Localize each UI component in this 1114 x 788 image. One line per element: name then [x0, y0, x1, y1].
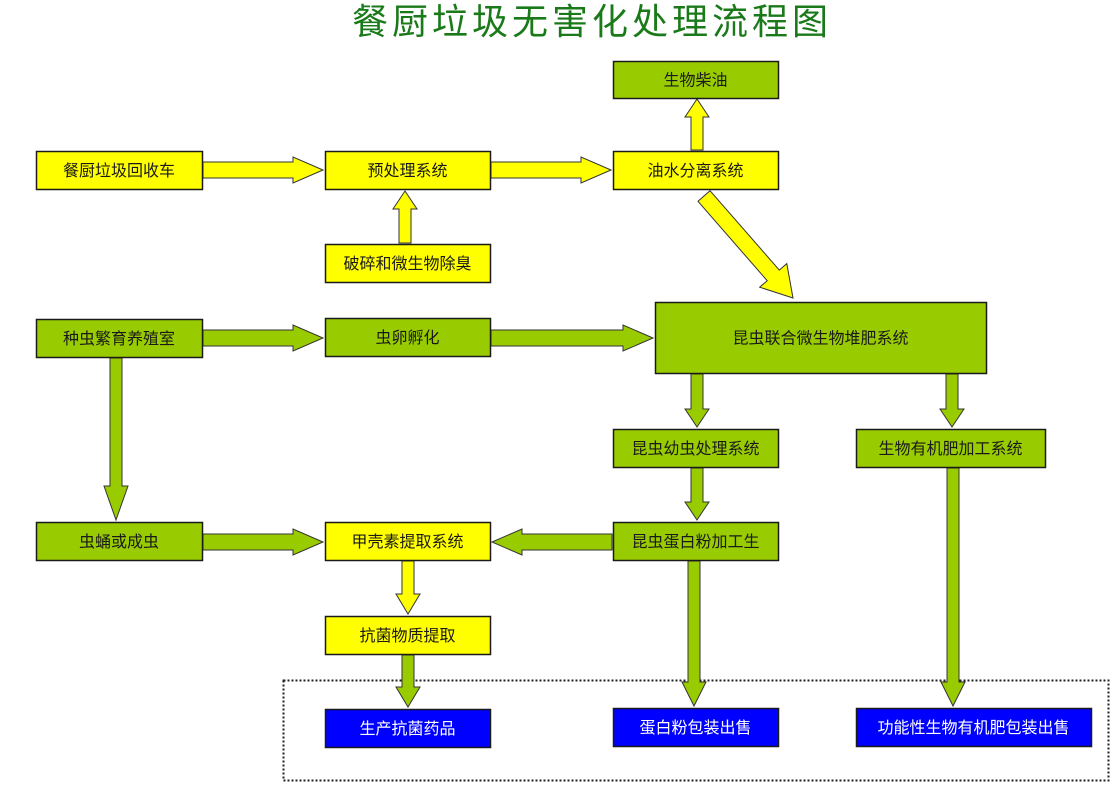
node-kitchen-waste-truck: 餐厨垃圾回收车 [35, 150, 204, 191]
node-label: 破碎和微生物除臭 [343, 254, 471, 273]
arrow-egg-hatching-to-insect-compost-system [490, 324, 655, 352]
node-chitin-extraction: 甲壳素提取系统 [324, 521, 492, 562]
node-box [35, 318, 204, 359]
node-egg-hatching: 虫卵孵化 [324, 317, 492, 358]
node-label: 预处理系统 [367, 161, 447, 180]
node-box [324, 150, 492, 191]
node-antibacterial-extraction: 抗菌物质提取 [324, 615, 492, 656]
arrow-protein-powder-processing-to-protein-powder-sale [681, 560, 707, 708]
node-box [35, 521, 204, 562]
node-pupa-adult: 虫蛹或成虫 [35, 521, 204, 562]
node-box [324, 317, 492, 358]
arrow-crushing-deodorize-to-pretreatment-system [392, 190, 418, 244]
node-label: 甲壳素提取系统 [351, 532, 463, 551]
node-antibacterial-drugs: 生产抗菌药品 [324, 708, 492, 749]
node-label: 功能性生物有机肥包装出售 [877, 718, 1069, 737]
node-oil-water-separation: 油水分离系统 [612, 150, 780, 191]
node-label: 昆虫蛋白粉加工生 [631, 532, 759, 551]
node-box [612, 428, 780, 469]
node-breeding-room: 种虫繁育养殖室 [35, 318, 204, 359]
node-box [35, 150, 204, 191]
node-protein-powder-sale: 蛋白粉包装出售 [612, 707, 780, 748]
node-organic-fertilizer-processing: 生物有机肥加工系统 [855, 428, 1047, 469]
node-box [855, 707, 1093, 748]
node-label: 抗菌物质提取 [359, 626, 455, 645]
node-box [612, 521, 780, 562]
arrow-insect-compost-system-to-larva-processing [684, 373, 710, 428]
arrow-organic-fertilizer-processing-to-fertilizer-sale [940, 467, 966, 708]
node-box [324, 521, 492, 562]
node-label: 餐厨垃圾回收车 [63, 161, 175, 180]
arrow-oil-water-separation-to-insect-compost-system [697, 189, 794, 299]
node-box [612, 60, 780, 100]
arrow-breeding-room-to-egg-hatching [202, 324, 325, 352]
arrow-antibacterial-extraction-to-antibacterial-drugs [395, 654, 421, 708]
arrow-oil-water-separation-to-biodiesel [684, 98, 710, 151]
arrow-protein-powder-processing-to-chitin-extraction [490, 528, 613, 556]
arrow-insect-compost-system-to-organic-fertilizer-processing [939, 373, 965, 428]
node-box [612, 150, 780, 191]
node-box [324, 708, 492, 749]
edges-layer [103, 98, 966, 708]
node-box [654, 301, 988, 375]
node-biodiesel: 生物柴油 [612, 60, 780, 100]
node-protein-powder-processing: 昆虫蛋白粉加工生 [612, 521, 780, 562]
node-larva-processing: 昆虫幼虫处理系统 [612, 428, 780, 469]
node-box [855, 428, 1047, 469]
node-label: 虫卵孵化 [375, 328, 439, 347]
node-label: 虫蛹或成虫 [79, 532, 159, 551]
arrow-pretreatment-system-to-oil-water-separation [490, 156, 613, 184]
diagram-title: 餐厨垃圾无害化处理流程图 [351, 2, 832, 43]
node-label: 生产抗菌药品 [359, 719, 455, 738]
arrow-pupa-adult-to-chitin-extraction [202, 528, 325, 556]
node-box [324, 243, 492, 284]
node-box [612, 707, 780, 748]
node-pretreatment-system: 预处理系统 [324, 150, 492, 191]
arrow-breeding-room-to-pupa-adult [103, 357, 129, 522]
node-label: 昆虫幼虫处理系统 [631, 439, 759, 458]
arrow-chitin-extraction-to-antibacterial-extraction [395, 560, 421, 615]
node-label: 昆虫联合微生物堆肥系统 [732, 329, 908, 348]
arrow-kitchen-waste-truck-to-pretreatment-system [202, 156, 325, 184]
node-box [324, 615, 492, 656]
node-label: 蛋白粉包装出售 [639, 718, 751, 737]
node-label: 种虫繁育养殖室 [63, 329, 175, 348]
node-crushing-deodorize: 破碎和微生物除臭 [324, 243, 492, 284]
node-label: 油水分离系统 [647, 161, 743, 180]
arrow-larva-processing-to-protein-powder-processing [684, 467, 710, 521]
node-label: 生物柴油 [663, 71, 727, 90]
node-insect-compost-system: 昆虫联合微生物堆肥系统 [654, 301, 988, 375]
node-fertilizer-sale: 功能性生物有机肥包装出售 [855, 707, 1093, 748]
node-label: 生物有机肥加工系统 [878, 439, 1022, 458]
